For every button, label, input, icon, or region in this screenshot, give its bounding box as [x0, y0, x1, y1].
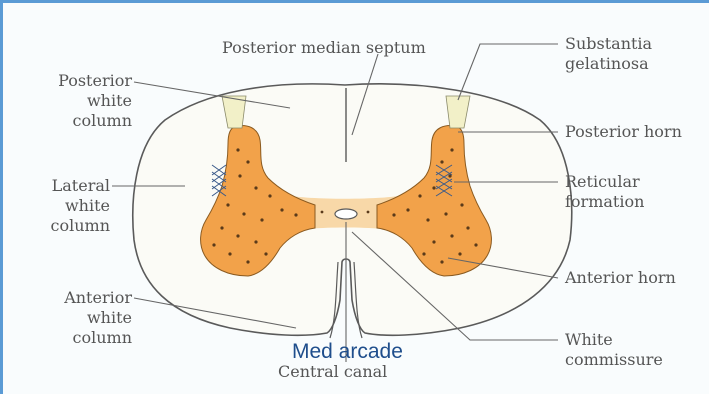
label-anterior-white-column: Anterior white column — [24, 288, 132, 348]
label-reticular-formation: Reticular formation — [565, 172, 644, 212]
label-substantia-gelatinosa: Substantia gelatinosa — [565, 34, 652, 74]
label-anterior-horn: Anterior horn — [565, 268, 676, 288]
label-central-canal: Central canal — [278, 362, 387, 382]
leader-substantia-gelatinosa — [458, 44, 558, 100]
label-white-commissure: White commissure — [565, 330, 663, 370]
label-posterior-median-septum: Posterior median septum — [222, 38, 426, 58]
central-canal — [335, 209, 357, 219]
label-posterior-horn: Posterior horn — [565, 122, 682, 142]
watermark-overlay-text: Med arcade — [292, 340, 403, 364]
label-lateral-white-column: Lateral white column — [24, 176, 110, 236]
label-posterior-white-column: Posterior white column — [24, 71, 132, 131]
